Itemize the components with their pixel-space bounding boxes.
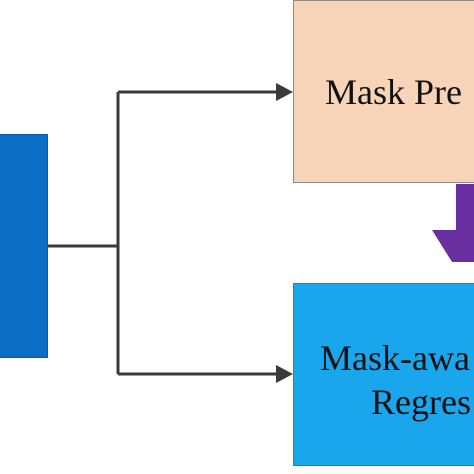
mask-regression-box xyxy=(293,283,474,466)
input-block xyxy=(0,134,48,358)
mask-prediction-box xyxy=(293,0,474,183)
mask-regression-label-line1: Mask-awa xyxy=(320,338,470,378)
mask-regression-label-line2: Regres xyxy=(371,382,471,422)
mask-prediction-label: Mask Pre xyxy=(325,72,462,112)
arrowhead-bottom xyxy=(276,365,293,383)
arrowhead-top xyxy=(276,83,293,101)
down-arrow xyxy=(432,184,474,262)
